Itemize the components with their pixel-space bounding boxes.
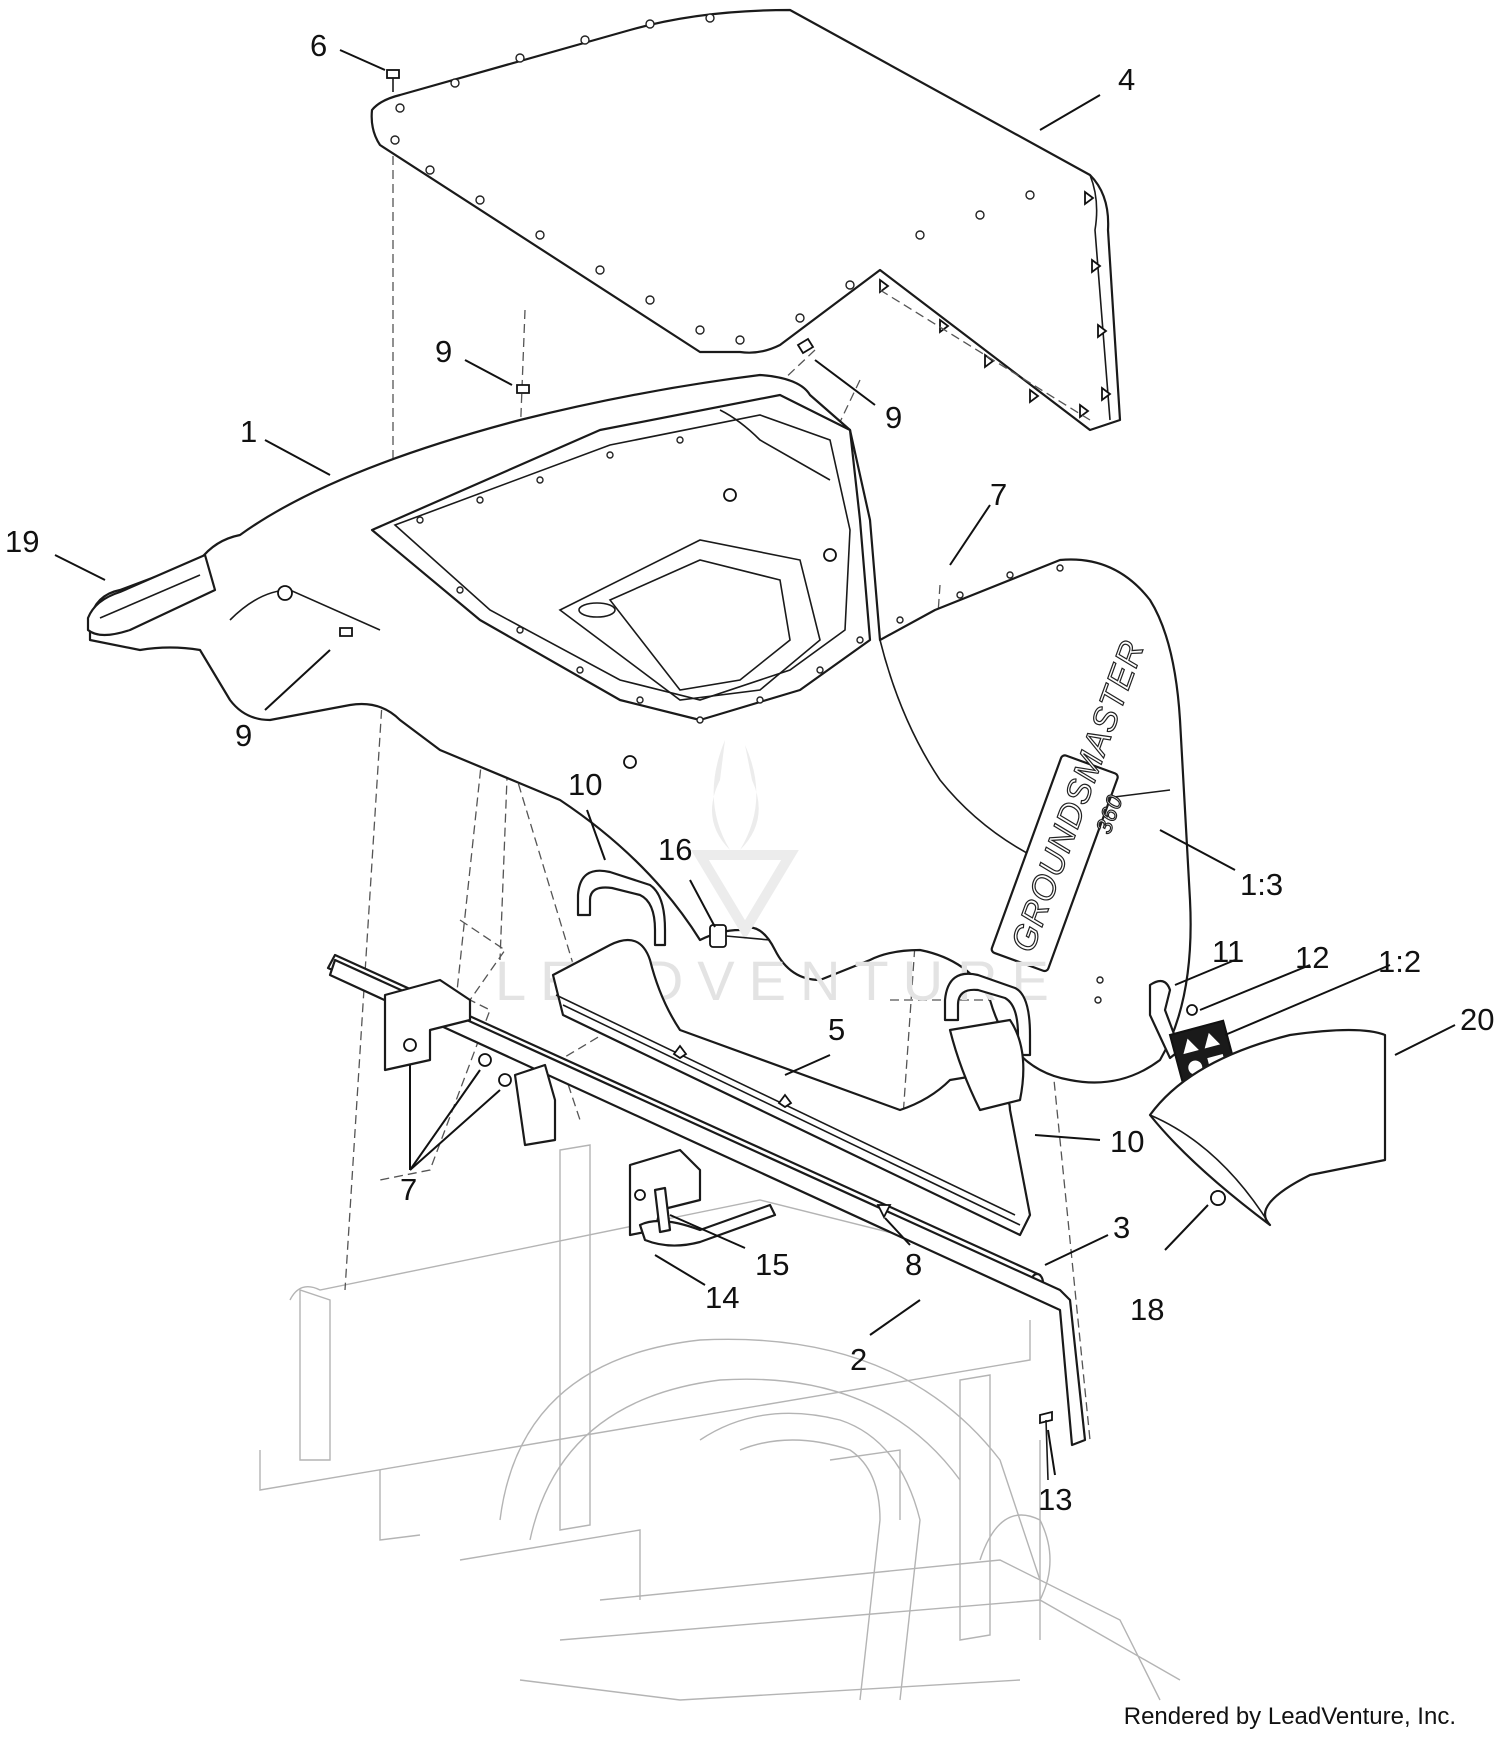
callouts: 6 4 9 9 1 19 7 9 10 16 1:3 11 12 1:2 20 …	[5, 28, 1494, 1517]
callout-10b: 10	[1110, 1124, 1144, 1159]
callout-2: 2	[850, 1342, 867, 1377]
callout-18: 18	[1130, 1292, 1164, 1327]
part-2-hinge-bar	[328, 958, 1087, 1447]
part-16-bolt	[709, 924, 771, 948]
callout-8: 8	[905, 1247, 922, 1282]
callout-9b: 9	[885, 400, 902, 435]
hood-nuts	[277, 488, 837, 769]
part-18-nut	[1210, 1190, 1226, 1206]
callout-1-3: 1:3	[1240, 867, 1283, 902]
chassis-frame-ghost	[259, 1144, 1181, 1701]
callout-6: 6	[310, 28, 327, 63]
callout-4: 4	[1118, 62, 1135, 97]
callout-5: 5	[828, 1012, 845, 1047]
callout-7b: 7	[400, 1172, 417, 1207]
callout-14: 14	[705, 1280, 739, 1315]
part-12-screw	[1186, 1004, 1198, 1016]
roof-panel-screws	[879, 190, 1112, 419]
callout-16: 16	[658, 832, 692, 867]
part-1-hood-shell	[88, 373, 1192, 1084]
part-10-bracket-lower	[943, 972, 1032, 1112]
hood-holes	[416, 436, 1104, 1004]
callout-12: 12	[1295, 940, 1329, 975]
callout-20: 20	[1460, 1002, 1494, 1037]
callout-13: 13	[1038, 1482, 1072, 1517]
part-4-roof-panel	[370, 8, 1122, 432]
roof-panel-holes	[390, 13, 1035, 345]
callout-19: 19	[5, 524, 39, 559]
part-13-bolt	[1039, 1410, 1053, 1481]
part-15-pin	[653, 1186, 672, 1234]
callout-1: 1	[240, 414, 257, 449]
callout-15: 15	[755, 1247, 789, 1282]
callout-1-2: 1:2	[1378, 944, 1421, 979]
part-10-bracket-upper	[576, 869, 667, 947]
callout-9a: 9	[435, 334, 452, 369]
callout-11: 11	[1212, 934, 1244, 969]
callout-9c: 9	[235, 718, 252, 753]
part-19-rear-deflector	[86, 553, 217, 637]
callout-10a: 10	[568, 767, 602, 802]
part-9-bolts	[339, 337, 815, 637]
part-8-screw	[876, 1204, 892, 1220]
part-6-screw	[386, 69, 400, 92]
callout-3: 3	[1113, 1210, 1130, 1245]
render-credit: Rendered by LeadVenture, Inc.	[1123, 1703, 1456, 1730]
callout-7a: 7	[990, 477, 1007, 512]
leader-lines	[54, 49, 1456, 1476]
